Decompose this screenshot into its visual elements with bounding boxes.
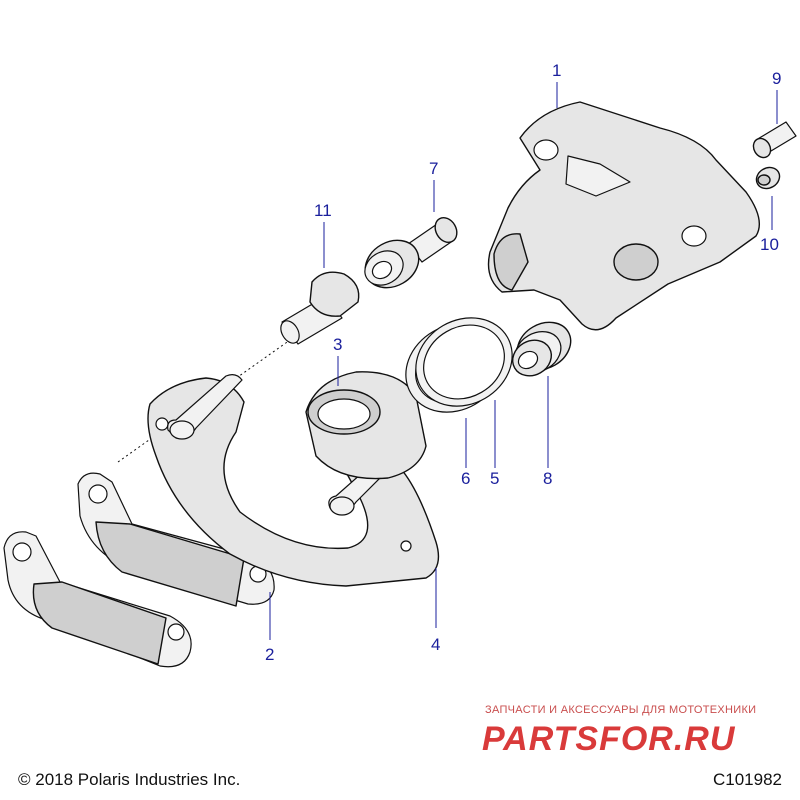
part-9-bleeder-screw: [752, 121, 797, 159]
callout-2: 2: [265, 645, 274, 664]
part-11-bolt: [280, 271, 360, 345]
part-2-brake-pads: [3, 472, 275, 668]
callout-7: 7: [429, 159, 438, 178]
callout-leaders: [269, 82, 778, 640]
drawing-number: C101982: [712, 770, 782, 789]
callout-4: 4: [431, 635, 440, 654]
callout-1: 1: [552, 61, 561, 80]
callout-6: 6: [461, 469, 470, 488]
part-5-6-seal-rings: [405, 317, 513, 413]
callout-3: 3: [333, 335, 342, 354]
callout-11: 11: [314, 201, 332, 220]
part-3-sleeve: [305, 371, 427, 480]
part-7-pin: [364, 216, 458, 289]
callout-10: 10: [760, 235, 779, 254]
callout-9: 9: [772, 69, 781, 88]
part-8-boot: [512, 321, 572, 377]
part-1-caliper-body: [487, 101, 760, 331]
watermark-logo: PARTSFOR.RU: [482, 720, 736, 758]
copyright-notice: © 2018 Polaris Industries Inc.: [18, 770, 241, 789]
watermark-tagline: ЗАПЧАСТИ И АКСЕССУАРЫ ДЛЯ МОТОТЕХНИКИ: [485, 704, 757, 716]
callout-5: 5: [490, 469, 499, 488]
callout-8: 8: [543, 469, 552, 488]
part-10-cap: [755, 166, 781, 190]
